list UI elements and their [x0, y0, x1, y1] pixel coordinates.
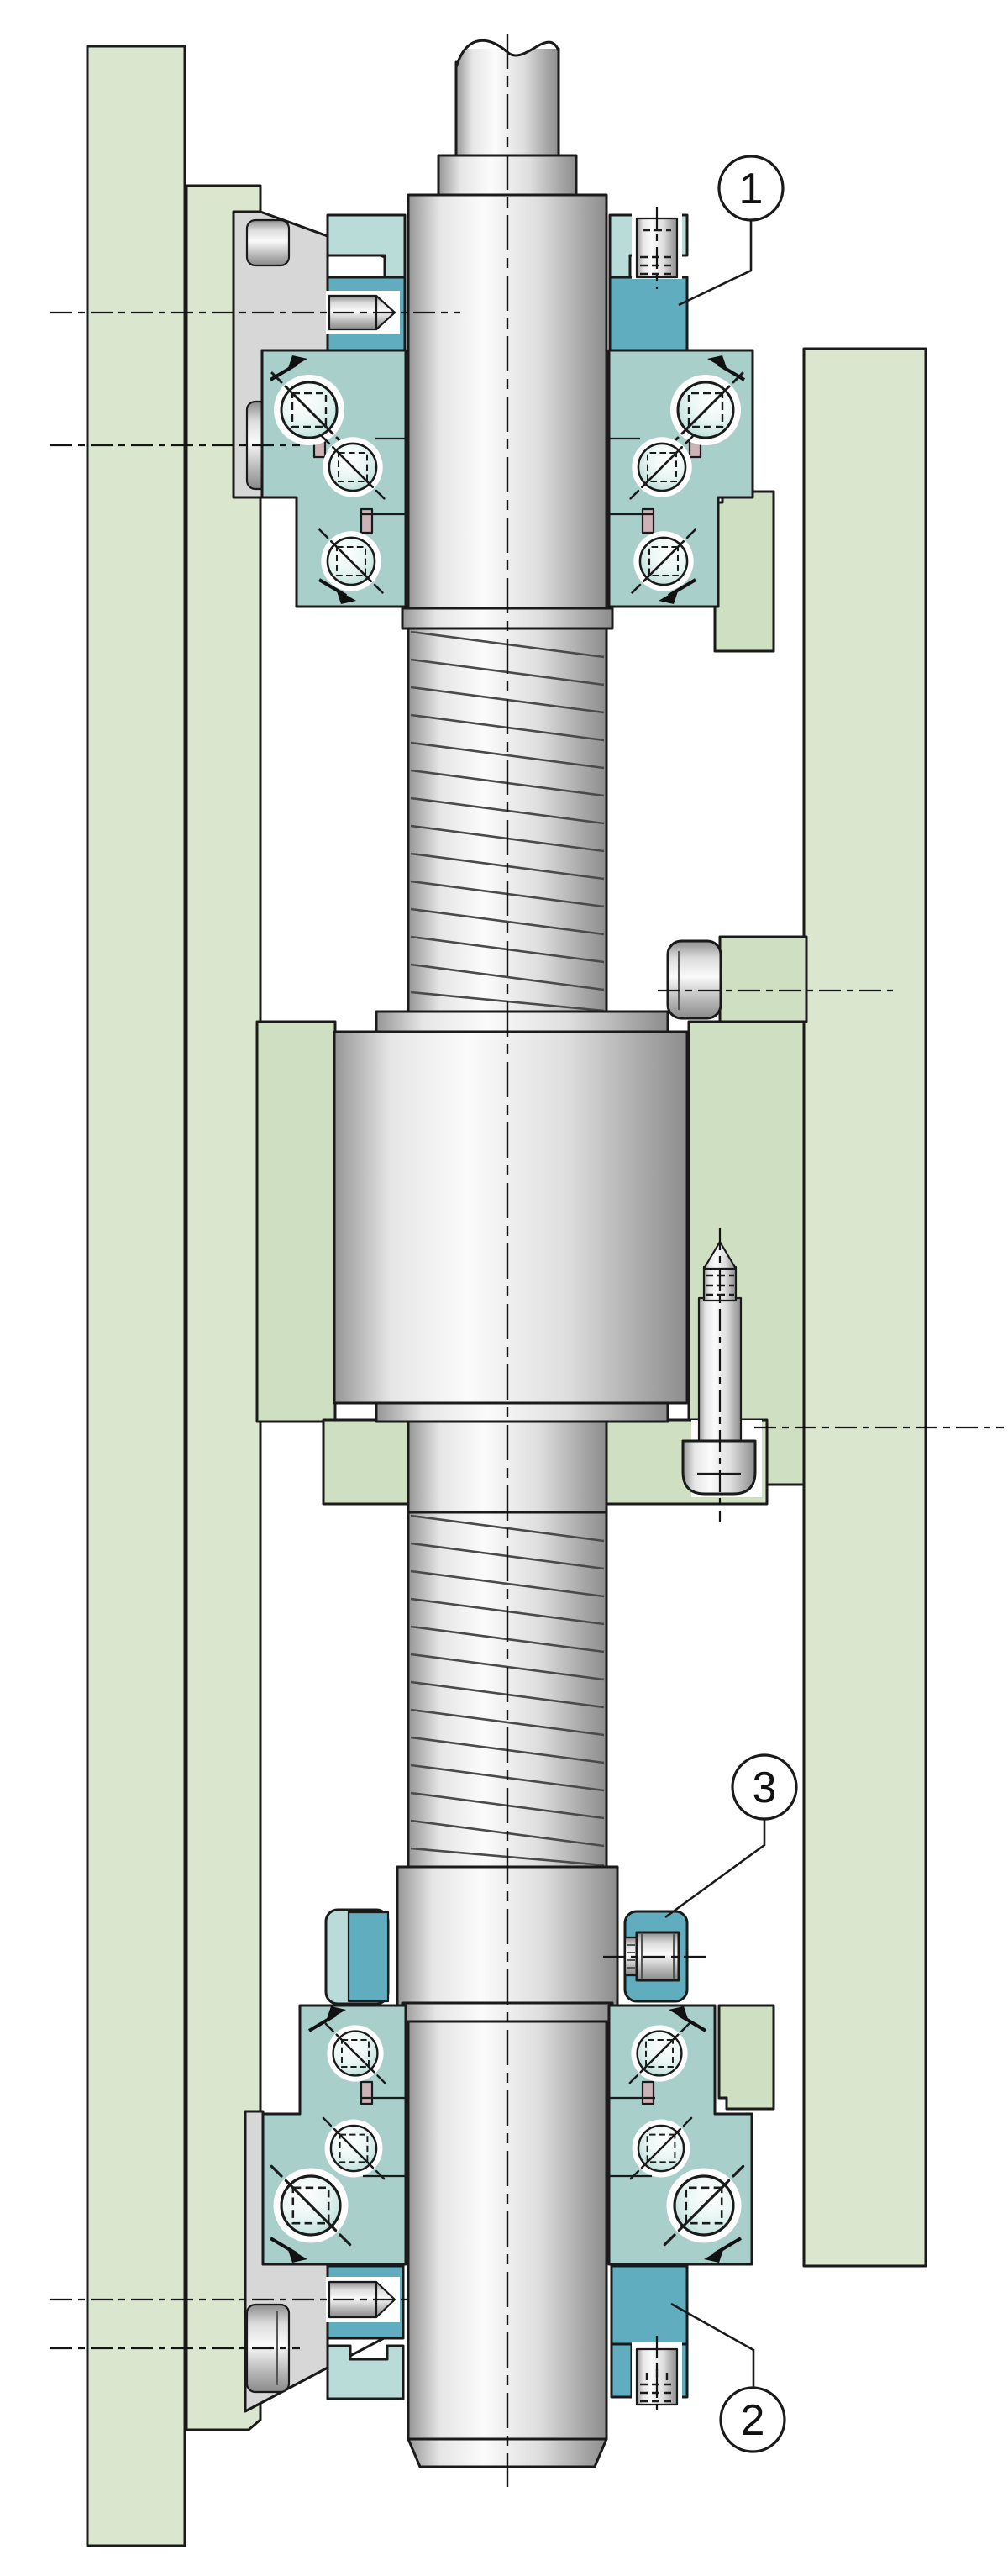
- nut-collar-top: [375, 1010, 669, 1033]
- callouts: 1 3 2: [664, 155, 798, 2453]
- right-column: [802, 347, 927, 2268]
- nut-body: [333, 1030, 689, 1405]
- callout-1: 1: [678, 155, 785, 307]
- locknut-tab: [610, 2342, 633, 2399]
- left-column: [86, 45, 186, 2547]
- nut-housing-left-wall: [255, 1020, 337, 1423]
- cage-segment: [360, 507, 374, 534]
- top-right-bracket: [713, 490, 775, 653]
- bottom-left-ring: [326, 2344, 405, 2400]
- callout-2-circle: [719, 2386, 786, 2453]
- callout-3: 3: [664, 1753, 798, 1919]
- callout-1-circle: [717, 155, 785, 222]
- top-bolt-counterbore-1: [245, 218, 291, 267]
- callout-3-label: 3: [753, 1764, 777, 1812]
- bolt-head: [681, 1439, 757, 1496]
- machine-frame: [86, 45, 927, 2547]
- cage-segment: [641, 507, 655, 534]
- bottom-right-bracket: [717, 2004, 775, 2111]
- callout-2-leader: [670, 2302, 755, 2388]
- callout-1-leader: [678, 219, 753, 307]
- callout-1-label: 1: [739, 165, 764, 213]
- top-bearing-unit: [260, 349, 754, 608]
- nut-collar-bottom: [375, 1401, 669, 1423]
- callout-2-label: 2: [741, 2396, 765, 2445]
- callout-2: 2: [670, 2302, 786, 2453]
- trunnion-bracket: [718, 935, 808, 1023]
- bottom-right-locknut: [610, 2264, 689, 2346]
- cage-segment: [360, 2080, 374, 2105]
- trunnion-pin: [666, 939, 722, 1020]
- center-lines: [50, 34, 1004, 2487]
- callout-3-leader: [664, 1818, 766, 1919]
- cage-segment: [641, 2080, 655, 2105]
- ball-nut: [333, 939, 722, 1423]
- bottom-bearing-unit: [261, 2004, 753, 2266]
- left-adjust-ring-inner: [347, 1911, 390, 2003]
- top-left-ring: [326, 213, 407, 279]
- top-right-locknut: [608, 276, 689, 352]
- callout-3-circle: [731, 1753, 798, 1821]
- left-mount-plate: [185, 184, 262, 2431]
